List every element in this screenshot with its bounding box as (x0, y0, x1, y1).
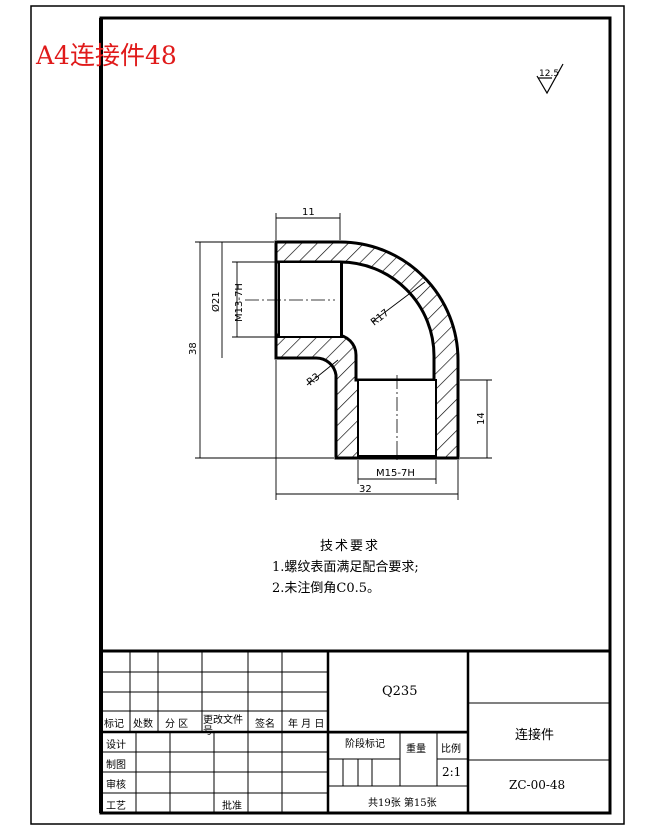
dimensions (195, 213, 492, 500)
tb-header-change: 更改文件号 (203, 715, 243, 737)
dim-width-top: 11 (302, 207, 315, 218)
tb-role-draw: 制图 (106, 760, 126, 771)
tb-header-sign: 签名 (255, 719, 275, 730)
dim-r-small: R3 (305, 371, 322, 388)
tb-header-count: 处数 (133, 719, 153, 730)
note-item-2: 2.未注倒角C0.5。 (272, 581, 381, 596)
dim-height-right: 14 (476, 412, 487, 425)
tb-header-zone: 分 区 (165, 719, 189, 730)
roughness-value: 12.5 (539, 69, 559, 79)
tb-header-date: 年 月 日 (288, 719, 325, 730)
tb-part-name: 连接件 (515, 728, 555, 743)
dim-width-total: 32 (359, 484, 372, 495)
tb-role-design: 设计 (106, 740, 126, 751)
tb-header-mark: 标记 (104, 719, 124, 730)
tb-sheets: 共19张 第15张 (368, 798, 437, 809)
drawing-caption: A4连接件48 (36, 41, 177, 70)
tb-role-process: 工艺 (106, 801, 126, 812)
dim-r-inner: R17 (369, 308, 391, 329)
roughness-symbol: 12.5 (536, 63, 564, 95)
note-item-1: 1.螺纹表面满足配合要求; (272, 560, 419, 575)
tb-drawing-no: ZC-00-48 (509, 778, 566, 792)
tb-role-review: 审核 (106, 780, 126, 791)
title-block (101, 649, 610, 815)
tb-scale-label: 比例 (441, 744, 461, 755)
dim-thread-top: M13-7H (234, 283, 245, 322)
outer-border (30, 5, 625, 825)
dim-dia-outer: Ø21 (210, 291, 222, 312)
tb-stage-label: 阶段标记 (345, 739, 385, 750)
notes-heading: 技术要求 (320, 539, 381, 554)
tb-approve: 批准 (222, 801, 242, 812)
elbow-section (245, 240, 460, 462)
technical-notes: 技术要求 1.螺纹表面满足配合要求; 2.未注倒角C0.5。 (272, 536, 419, 599)
dim-height-total: 38 (188, 342, 199, 355)
tb-weight-label: 重量 (406, 744, 426, 755)
tb-material: Q235 (382, 684, 418, 699)
tb-scale: 2:1 (442, 765, 462, 779)
dim-thread-bottom: M15-7H (376, 468, 415, 479)
